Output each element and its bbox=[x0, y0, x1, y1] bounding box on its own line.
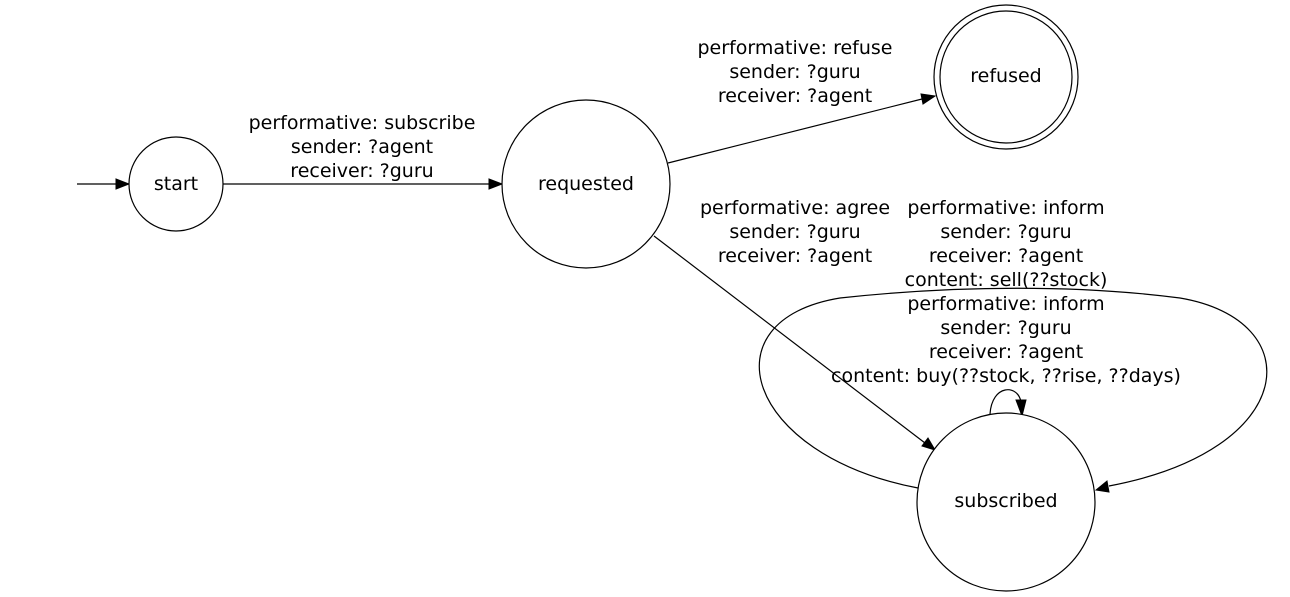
state-subscribed: subscribed bbox=[916, 412, 1096, 592]
label-subscribed-loop-buy: performative: inform sender: ?guru recei… bbox=[831, 293, 1181, 387]
state-start: start bbox=[128, 136, 224, 232]
edge-label-line: receiver: ?agent bbox=[929, 341, 1083, 363]
edge-label-line: content: sell(??stock) bbox=[905, 269, 1108, 291]
state-refused-label: refused bbox=[970, 65, 1041, 87]
edge-label-line: sender: ?guru bbox=[729, 61, 860, 83]
state-requested-label: requested bbox=[538, 173, 634, 195]
edge-label-line: receiver: ?guru bbox=[290, 160, 433, 182]
edge-start-to-requested bbox=[223, 178, 504, 190]
label-requested-to-subscribed: performative: agree sender: ?guru receiv… bbox=[700, 197, 890, 267]
edge-label-line: performative: agree bbox=[700, 197, 890, 219]
edge-label-line: receiver: ?agent bbox=[718, 85, 872, 107]
edge-label-line: content: buy(??stock, ??rise, ??days) bbox=[831, 365, 1181, 387]
state-refused: refused bbox=[933, 4, 1079, 150]
state-start-label: start bbox=[154, 173, 198, 195]
edge-label-line: sender: ?guru bbox=[729, 221, 860, 243]
edge-subscribed-loop-sell bbox=[758, 287, 1268, 493]
edge-label-line: sender: ?guru bbox=[940, 317, 1071, 339]
edge-label-line: receiver: ?agent bbox=[718, 245, 872, 267]
state-requested: requested bbox=[501, 99, 671, 269]
initial-transition bbox=[77, 178, 131, 190]
edge-label-line: sender: ?agent bbox=[291, 136, 433, 158]
edge-requested-to-subscribed bbox=[653, 235, 937, 451]
edge-label-line: performative: inform bbox=[907, 197, 1104, 219]
edge-subscribed-loop-buy bbox=[989, 389, 1027, 418]
edge-label-line: performative: inform bbox=[907, 293, 1104, 315]
label-subscribed-loop-sell: performative: inform sender: ?guru recei… bbox=[905, 197, 1108, 291]
label-start-to-requested: performative: subscribe sender: ?agent r… bbox=[249, 112, 476, 182]
edge-label-line: receiver: ?agent bbox=[929, 245, 1083, 267]
edge-requested-to-refused bbox=[667, 93, 937, 164]
edge-label-line: performative: refuse bbox=[697, 37, 892, 59]
label-requested-to-refused: performative: refuse sender: ?guru recei… bbox=[697, 37, 892, 107]
edge-label-line: sender: ?guru bbox=[940, 221, 1071, 243]
state-subscribed-label: subscribed bbox=[954, 490, 1057, 512]
edge-label-line: performative: subscribe bbox=[249, 112, 476, 134]
